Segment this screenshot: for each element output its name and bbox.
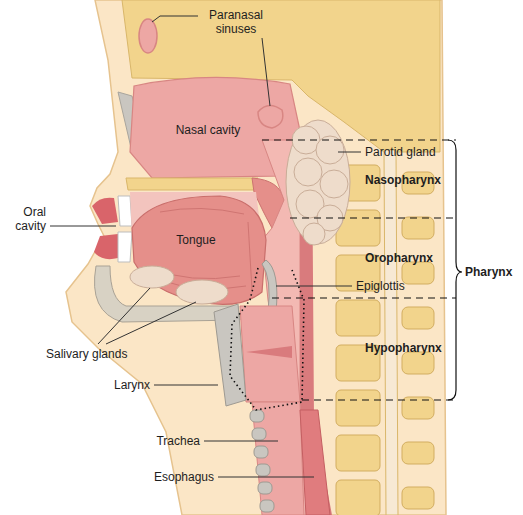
part-label: Oral cavity bbox=[4, 205, 46, 233]
part-label: Salivary glands bbox=[46, 347, 127, 361]
vertebra bbox=[336, 300, 380, 336]
vocal-fold bbox=[246, 346, 292, 358]
divider-line bbox=[302, 399, 456, 400]
divider-line bbox=[272, 297, 456, 298]
gland bbox=[176, 280, 228, 304]
hypopharynx-outline bbox=[230, 268, 304, 410]
frontal-sinus bbox=[139, 19, 157, 53]
part-label: Larynx bbox=[114, 378, 150, 392]
part-label: Tongue bbox=[176, 233, 215, 247]
parotid-gland bbox=[286, 120, 350, 245]
leader-line bbox=[50, 226, 116, 227]
region-dividers bbox=[262, 140, 456, 400]
part-label: Nasal cavity bbox=[176, 123, 241, 137]
spinous-process bbox=[402, 307, 434, 329]
leader-line bbox=[152, 16, 198, 22]
part-label: Esophagus bbox=[154, 470, 214, 484]
part-label: Trachea bbox=[156, 434, 200, 448]
pharynx-brace bbox=[448, 140, 462, 400]
vertebra bbox=[336, 435, 380, 471]
part-label: Parotid gland bbox=[365, 145, 436, 159]
leader-line bbox=[218, 477, 314, 478]
tracheal-ring bbox=[254, 446, 268, 458]
spinous-process bbox=[402, 352, 434, 374]
leader-line bbox=[154, 385, 218, 386]
teeth bbox=[118, 196, 132, 262]
tracheal-rings bbox=[250, 410, 274, 512]
tracheal-ring bbox=[250, 410, 264, 422]
upper-lip bbox=[92, 198, 118, 224]
vertebra bbox=[336, 480, 380, 515]
esophagus bbox=[300, 410, 330, 515]
lower-lip bbox=[94, 234, 118, 259]
gland-body bbox=[286, 120, 350, 244]
gland-lobule bbox=[303, 223, 325, 245]
region-label: Nasopharynx bbox=[365, 173, 441, 187]
leader-lines bbox=[50, 16, 361, 477]
part-label: Epiglottis bbox=[356, 279, 405, 293]
head-soft-tissue bbox=[66, 0, 446, 515]
part-label: Paranasal sinuses bbox=[199, 8, 273, 36]
gland-lobule bbox=[320, 170, 348, 198]
region-label: Pharynx bbox=[465, 265, 512, 279]
sphenoid-sinus bbox=[258, 105, 283, 128]
tracheal-ring bbox=[256, 464, 270, 476]
spinal-cord bbox=[384, 150, 398, 515]
leader-line bbox=[262, 38, 270, 106]
divider-line bbox=[290, 217, 456, 218]
spinous-process bbox=[402, 442, 434, 464]
spinous-process bbox=[402, 217, 434, 239]
salivary-glands bbox=[130, 266, 228, 304]
spinous-process bbox=[402, 487, 434, 509]
muscle-fibre bbox=[160, 208, 244, 214]
vertebra bbox=[336, 390, 380, 426]
muscle-fibre bbox=[248, 222, 252, 290]
larynx-airway bbox=[240, 306, 300, 402]
epiglottis bbox=[262, 260, 277, 312]
leader-line bbox=[276, 286, 352, 287]
leader-line bbox=[106, 302, 196, 344]
divider-line bbox=[262, 139, 456, 140]
region-label: Hypopharynx bbox=[365, 341, 442, 355]
leader-line bbox=[204, 441, 278, 442]
leader-line bbox=[338, 152, 361, 153]
hard-palate bbox=[126, 178, 258, 190]
spinous-process bbox=[402, 262, 434, 284]
thyroid-cartilage bbox=[214, 304, 246, 406]
tracheal-ring bbox=[252, 428, 266, 440]
gland bbox=[130, 266, 174, 288]
tracheal-ring bbox=[258, 482, 272, 494]
gland-lobule bbox=[294, 158, 322, 186]
spinous-process bbox=[402, 397, 434, 419]
region-label: Oropharynx bbox=[365, 251, 433, 265]
tracheal-ring bbox=[260, 500, 274, 512]
